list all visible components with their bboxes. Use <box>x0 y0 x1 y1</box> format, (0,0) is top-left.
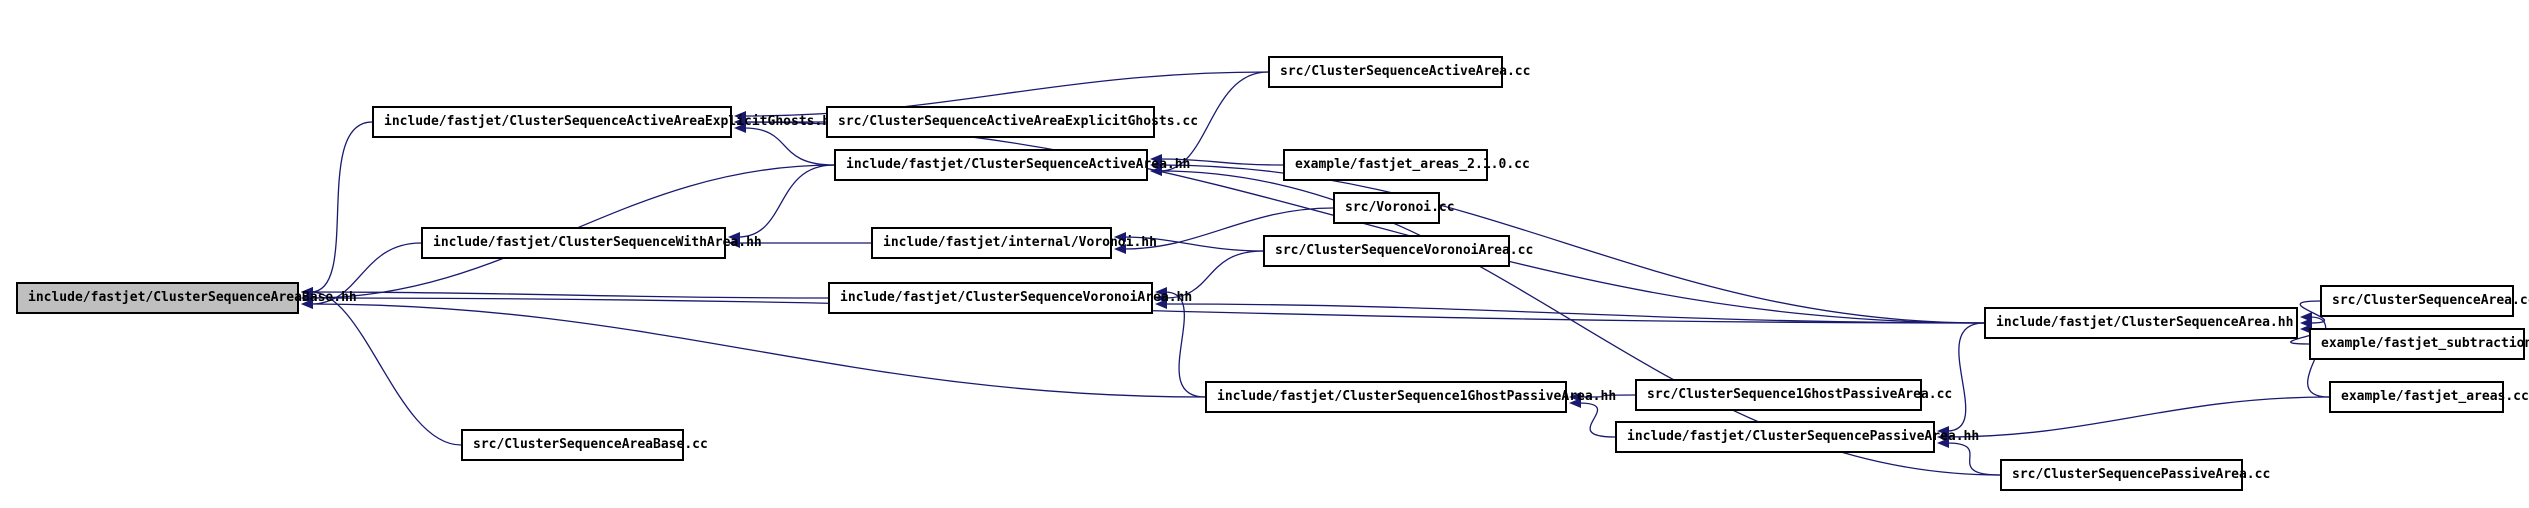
node-voronoi-area-cc[interactable]: src/ClusterSequenceVoronoiArea.cc <box>1263 235 1533 267</box>
node-voronoi-cc[interactable]: src/Voronoi.cc <box>1333 192 1455 224</box>
edge-active_cc-to-explicit_hh <box>743 71 1269 117</box>
node-passive-area-cc[interactable]: src/ClusterSequencePassiveArea.cc <box>2000 459 2270 491</box>
edge-voronoiarea_hh-to-areabase_hh <box>310 291 829 299</box>
edge-areabase_cc-to-areabase_hh <box>310 291 462 446</box>
node-active-area-explicit-ghosts-cc[interactable]: src/ClusterSequenceActiveAreaExplicitGho… <box>826 106 1198 138</box>
edge-voronoi_cc-to-voronoi_hh <box>1123 207 1334 250</box>
arrowhead-icon <box>1114 232 1126 242</box>
edge-active_hh-to-witharea_hh <box>737 164 835 238</box>
arrowhead-icon <box>734 117 746 127</box>
arrowhead-icon <box>301 299 313 309</box>
edge-areas_cc-to-passive_hh <box>1946 396 2330 438</box>
arrowhead-icon <box>301 287 313 297</box>
node-fastjet-areas-cc[interactable]: example/fastjet_areas.cc <box>2329 381 2529 413</box>
node-internal-voronoi-hh[interactable]: include/fastjet/internal/Voronoi.hh <box>871 227 1157 259</box>
arrowhead-icon <box>1569 398 1581 408</box>
arrowhead-icon <box>1155 287 1167 297</box>
edge-active_hh-to-explicit_hh <box>743 127 835 166</box>
arrowhead-icon <box>728 238 740 248</box>
edge-witharea_hh-to-areabase_hh <box>310 242 422 305</box>
edge-passive_cc-to-passive_hh <box>1946 442 2001 476</box>
edge-ghostpassive_hh-to-voronoiarea_hh <box>1164 291 1206 398</box>
node-cluster-sequence-area-base-cc[interactable]: src/ClusterSequenceAreaBase.cc <box>461 429 708 461</box>
edge-areas210_cc-to-active_hh <box>1159 158 1284 166</box>
edge-ghostpassive_cc-to-ghostpassive_hh <box>1578 394 1636 398</box>
node-active-area-explicit-ghosts-hh[interactable]: include/fastjet/ClusterSequenceActiveAre… <box>372 106 838 138</box>
node-fastjet-areas-2-1-0-cc[interactable]: example/fastjet_areas_2.1.0.cc <box>1283 149 1530 181</box>
edge-voronoiarea_cc-to-voronoi_hh <box>1123 236 1264 252</box>
node-with-area-hh[interactable]: include/fastjet/ClusterSequenceWithArea.… <box>421 227 762 259</box>
node-active-area-hh[interactable]: include/fastjet/ClusterSequenceActiveAre… <box>834 149 1190 181</box>
arrowhead-icon <box>1150 166 1162 176</box>
node-1ghost-passive-area-hh[interactable]: include/fastjet/ClusterSequence1GhostPas… <box>1205 381 1616 413</box>
node-1ghost-passive-area-cc[interactable]: src/ClusterSequence1GhostPassiveArea.cc <box>1635 379 1952 411</box>
arrowhead-icon <box>1155 299 1167 309</box>
node-cluster-sequence-area-cc[interactable]: src/ClusterSequenceArea.cc <box>2320 285 2529 317</box>
edge-voronoiarea_cc-to-voronoiarea_hh <box>1164 250 1264 299</box>
arrowhead-icon <box>2300 312 2312 322</box>
node-cluster-sequence-area-base-hh: include/fastjet/ClusterSequenceAreaBase.… <box>16 282 357 314</box>
node-active-area-cc[interactable]: src/ClusterSequenceActiveArea.cc <box>1268 56 1530 88</box>
arrowhead-icon <box>1114 244 1126 254</box>
arrowhead-icon <box>1937 438 1949 448</box>
edge-area_hh-to-passive_hh <box>1946 322 1985 432</box>
node-passive-area-hh[interactable]: include/fastjet/ClusterSequencePassiveAr… <box>1615 421 1979 453</box>
node-cluster-sequence-area-hh[interactable]: include/fastjet/ClusterSequenceArea.hh <box>1984 307 2298 339</box>
edge-ghostpassive_hh-to-areabase_hh <box>310 303 1206 398</box>
node-fastjet-subtraction-cc[interactable]: example/fastjet_subtraction.cc <box>2309 328 2529 360</box>
edge-explicit_hh-to-areabase_hh <box>310 121 373 293</box>
edge-active_cc-to-active_hh <box>1159 71 1269 172</box>
node-voronoi-area-hh[interactable]: include/fastjet/ClusterSequenceVoronoiAr… <box>828 282 1192 314</box>
edge-passive_cc-to-active_hh <box>1159 170 2001 476</box>
edge-area_hh-to-voronoiarea_hh <box>1164 303 1985 324</box>
edge-area_cc-to-area_hh <box>2299 300 2326 324</box>
edge-passive_hh-to-ghostpassive_hh <box>1578 402 1616 438</box>
